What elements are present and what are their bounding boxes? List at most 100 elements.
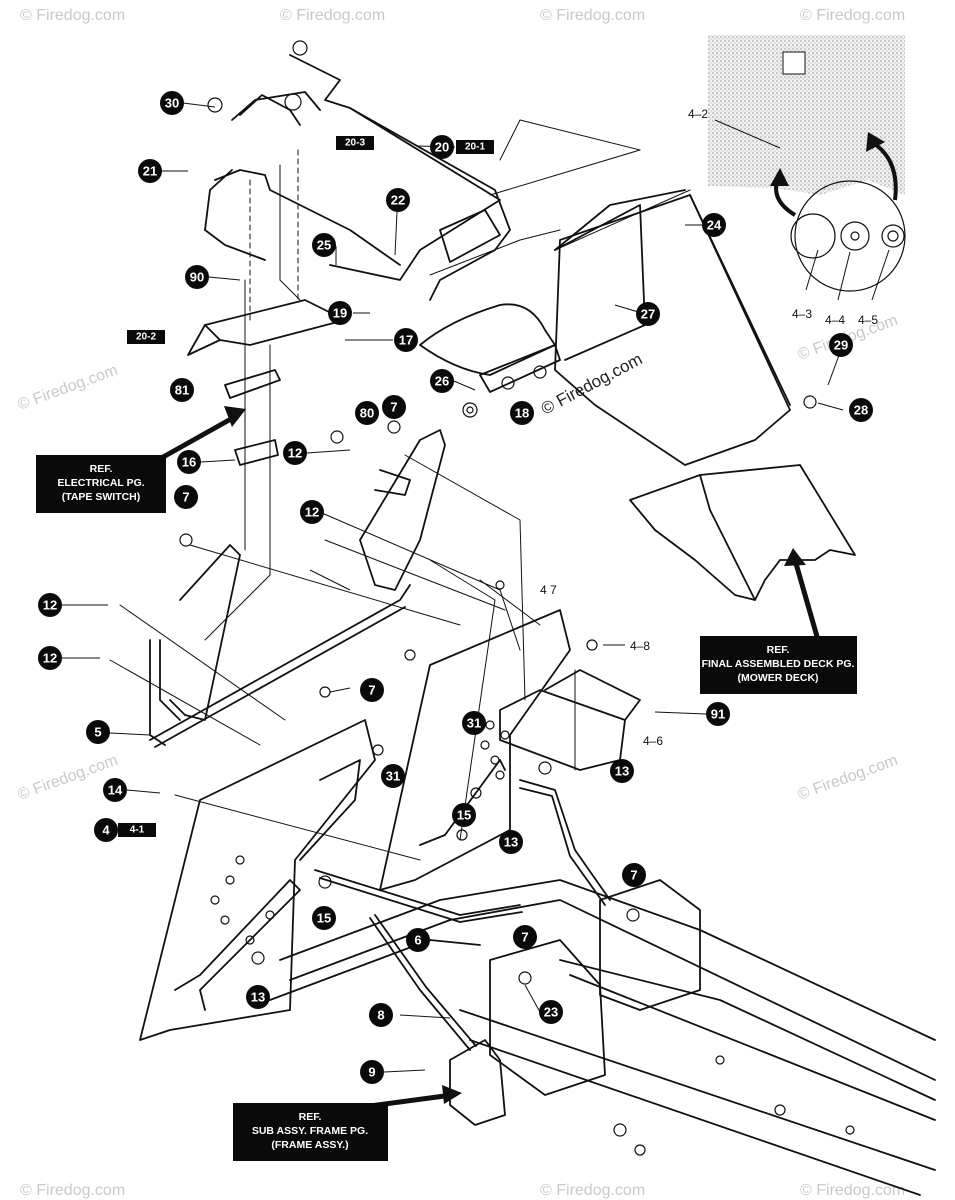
watermark: © Firedog.com (540, 1182, 645, 1199)
label-4-4: 4–4 (825, 313, 845, 327)
watermark: © Firedog.com (800, 7, 905, 24)
svg-text:16: 16 (182, 455, 196, 470)
watermark: © Firedog.com (796, 752, 901, 804)
watermark: © Firedog.com (16, 362, 121, 414)
sublabel-20-1: 20-1 (456, 140, 494, 154)
svg-text:14: 14 (108, 783, 123, 798)
svg-text:7: 7 (630, 868, 637, 883)
plain-labels: 4–2 4–3 4–4 4–5 4 7 4–8 4–6 (540, 107, 878, 748)
svg-text:19: 19 (333, 306, 347, 321)
svg-text:7: 7 (390, 400, 397, 415)
callout-13: 13 (610, 759, 634, 783)
callout-28: 28 (849, 398, 873, 422)
watermark: © Firedog.com (16, 752, 121, 804)
svg-text:6: 6 (414, 933, 421, 948)
svg-text:17: 17 (399, 333, 413, 348)
svg-text:21: 21 (143, 164, 157, 179)
hardware-details (179, 40, 906, 1156)
svg-text:4: 4 (102, 823, 110, 838)
callout-90: 90 (185, 265, 209, 289)
callout-7: 7 (513, 925, 537, 949)
callout-6: 6 (406, 928, 430, 952)
label-4-2: 4–2 (688, 107, 708, 121)
svg-text:28: 28 (854, 403, 868, 418)
ref-electrical-line: REF. (90, 463, 113, 475)
part-outlines (109, 54, 936, 1196)
label-4-5: 4–5 (858, 313, 878, 327)
callout-26: 26 (430, 369, 454, 393)
ref-deck-line: (MOWER DECK) (737, 672, 818, 684)
svg-text:12: 12 (43, 598, 57, 613)
callout-15: 15 (312, 906, 336, 930)
callout-81: 81 (170, 378, 194, 402)
callout-7: 7 (382, 395, 406, 419)
callout-27: 27 (636, 302, 660, 326)
callout-15: 15 (452, 803, 476, 827)
callout-80: 80 (355, 401, 379, 425)
svg-text:31: 31 (467, 716, 481, 731)
detail-arrows (770, 132, 898, 217)
callout-12: 12 (300, 500, 324, 524)
watermark: © Firedog.com (280, 7, 385, 24)
label-4-3: 4–3 (792, 307, 812, 321)
sublabel-20-2: 20-2 (127, 330, 165, 344)
callout-7: 7 (174, 485, 198, 509)
callout-12: 12 (38, 646, 62, 670)
svg-text:7: 7 (521, 930, 528, 945)
svg-text:7: 7 (182, 490, 189, 505)
label-4-6: 4–6 (643, 734, 663, 748)
center-watermark: © Firedog.com (538, 349, 646, 418)
ref-deck-line: FINAL ASSEMBLED DECK PG. (702, 658, 855, 670)
svg-text:18: 18 (515, 406, 529, 421)
ref-electrical-line: ELECTRICAL PG. (57, 477, 144, 489)
svg-text:91: 91 (711, 707, 725, 722)
callout-12: 12 (283, 441, 307, 465)
watermark: © Firedog.com (20, 7, 125, 24)
ref-frame-box: REF. SUB ASSY. FRAME PG. (FRAME ASSY.) (233, 1085, 462, 1161)
ref-deck-box: REF. FINAL ASSEMBLED DECK PG. (MOWER DEC… (700, 548, 857, 694)
label-4-7: 4 7 (540, 583, 557, 597)
svg-text:27: 27 (641, 307, 655, 322)
callout-13: 13 (499, 830, 523, 854)
callout-12: 12 (38, 593, 62, 617)
label-4-8: 4–8 (630, 639, 650, 653)
callout-4: 4 (94, 818, 118, 842)
ref-frame-line: (FRAME ASSY.) (271, 1139, 348, 1151)
svg-text:13: 13 (615, 764, 629, 779)
callout-22: 22 (386, 188, 410, 212)
callout-7: 7 (622, 863, 646, 887)
callout-5: 5 (86, 720, 110, 744)
svg-text:12: 12 (288, 446, 302, 461)
svg-text:24: 24 (707, 218, 722, 233)
svg-text:13: 13 (251, 990, 265, 1005)
callout-29: 29 (829, 333, 853, 357)
callout-20: 20 (430, 135, 454, 159)
callout-91: 91 (706, 702, 730, 726)
callout-13: 13 (246, 985, 270, 1009)
svg-text:23: 23 (544, 1005, 558, 1020)
svg-text:80: 80 (360, 406, 374, 421)
svg-text:20-3: 20-3 (345, 138, 365, 149)
callout-9: 9 (360, 1060, 384, 1084)
ref-frame-line: SUB ASSY. FRAME PG. (252, 1125, 368, 1137)
svg-text:4-1: 4-1 (130, 825, 145, 836)
svg-text:12: 12 (305, 505, 319, 520)
callout-21: 21 (138, 159, 162, 183)
callout-19: 19 (328, 301, 352, 325)
ref-electrical-box: REF. ELECTRICAL PG. (TAPE SWITCH) (36, 406, 246, 513)
svg-text:81: 81 (175, 383, 189, 398)
callout-23: 23 (539, 1000, 563, 1024)
svg-text:20-2: 20-2 (136, 332, 156, 343)
watermark: © Firedog.com (540, 7, 645, 24)
callout-8: 8 (369, 1003, 393, 1027)
callout-17: 17 (394, 328, 418, 352)
callout-16: 16 (177, 450, 201, 474)
callout-14: 14 (103, 778, 127, 802)
svg-text:7: 7 (368, 683, 375, 698)
callout-24: 24 (702, 213, 726, 237)
svg-text:12: 12 (43, 651, 57, 666)
callout-31: 31 (462, 711, 486, 735)
svg-text:31: 31 (386, 769, 400, 784)
callout-31: 31 (381, 764, 405, 788)
